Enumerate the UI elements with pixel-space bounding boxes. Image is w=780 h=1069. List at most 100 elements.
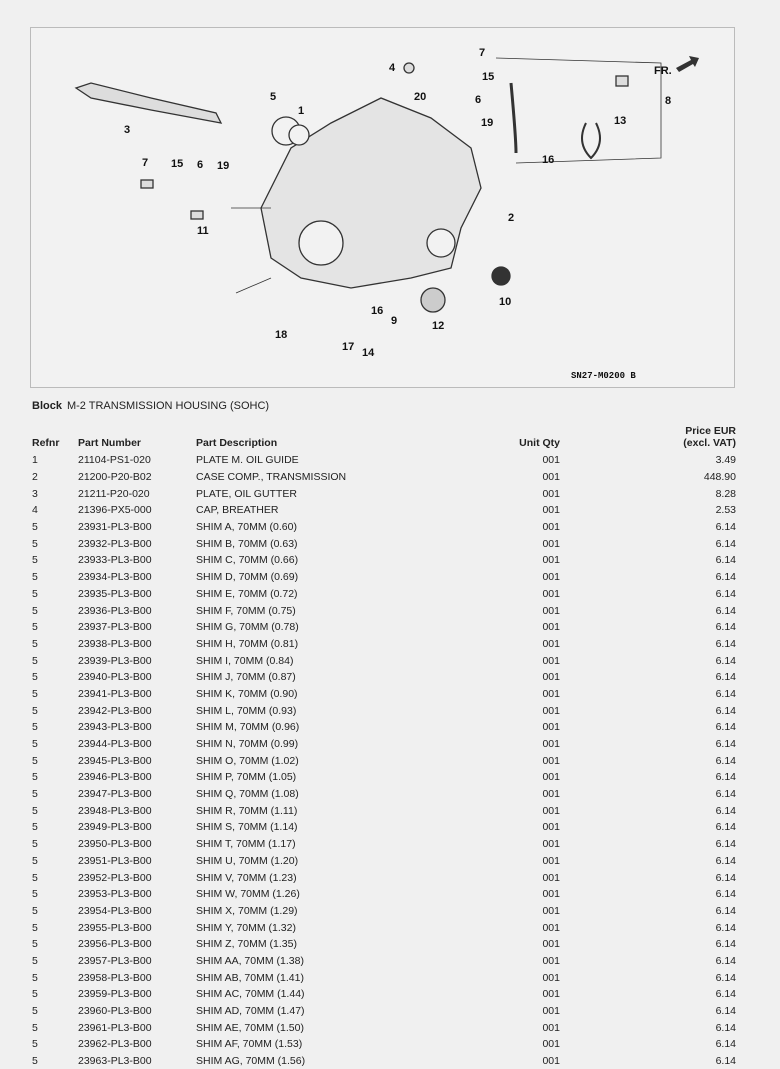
cell-price: 6.14 xyxy=(715,904,736,917)
callout-label: 2 xyxy=(508,212,514,224)
cell-price: 6.14 xyxy=(715,621,736,634)
cell-part-description: SHIM AA, 70MM (1.38) xyxy=(196,954,304,967)
header-refnr: Refnr xyxy=(32,437,60,449)
cell-price: 6.14 xyxy=(715,1021,736,1034)
callout-label: 19 xyxy=(217,160,229,172)
cell-part-number: 23933-PL3-B00 xyxy=(78,554,152,567)
cell-price: 6.14 xyxy=(715,804,736,817)
cell-unit-qty: 001 xyxy=(542,804,560,817)
cell-part-description: SHIM I, 70MM (0.84) xyxy=(196,654,294,667)
cell-unit-qty: 001 xyxy=(542,871,560,884)
cell-part-number: 23939-PL3-B00 xyxy=(78,654,152,667)
cell-part-description: SHIM H, 70MM (0.81) xyxy=(196,637,299,650)
callout-label: 4 xyxy=(389,62,396,74)
block-label: Block xyxy=(32,400,62,412)
cell-refnr: 5 xyxy=(32,821,38,834)
cell-unit-qty: 001 xyxy=(542,738,560,751)
cell-price: 6.14 xyxy=(715,838,736,851)
cell-part-number: 23953-PL3-B00 xyxy=(78,888,152,901)
callout-label: 9 xyxy=(391,315,397,327)
cell-part-number: 23941-PL3-B00 xyxy=(78,687,152,700)
cell-part-description: SHIM X, 70MM (1.29) xyxy=(196,904,298,917)
cell-refnr: 5 xyxy=(32,938,38,951)
cell-price: 6.14 xyxy=(715,687,736,700)
callout-label: 19 xyxy=(481,117,493,129)
cell-price: 6.14 xyxy=(715,788,736,801)
cell-part-number: 23948-PL3-B00 xyxy=(78,804,152,817)
header-qty: Unit Qty xyxy=(519,437,560,449)
cell-refnr: 5 xyxy=(32,671,38,684)
callout-label: 20 xyxy=(414,91,426,103)
cell-price: 6.14 xyxy=(715,704,736,717)
cell-refnr: 5 xyxy=(32,738,38,751)
cell-refnr: 5 xyxy=(32,654,38,667)
cell-refnr: 5 xyxy=(32,621,38,634)
cell-part-number: 23937-PL3-B00 xyxy=(78,621,152,634)
cell-unit-qty: 001 xyxy=(542,471,560,484)
cell-refnr: 1 xyxy=(32,454,38,467)
cell-price: 6.14 xyxy=(715,1038,736,1051)
callout-label: 7 xyxy=(142,157,148,169)
cell-part-number: 23935-PL3-B00 xyxy=(78,587,152,600)
cell-refnr: 5 xyxy=(32,804,38,817)
callout-label: 15 xyxy=(482,71,494,83)
cell-unit-qty: 001 xyxy=(542,888,560,901)
cell-part-number: 23960-PL3-B00 xyxy=(78,1005,152,1018)
cell-refnr: 5 xyxy=(32,838,38,851)
cell-unit-qty: 001 xyxy=(542,604,560,617)
cell-unit-qty: 001 xyxy=(542,687,560,700)
cell-part-number: 23934-PL3-B00 xyxy=(78,571,152,584)
cell-refnr: 5 xyxy=(32,754,38,767)
cell-part-number: 23961-PL3-B00 xyxy=(78,1021,152,1034)
cell-part-description: SHIM N, 70MM (0.99) xyxy=(196,738,299,751)
cell-part-description: PLATE M. OIL GUIDE xyxy=(196,454,299,467)
header-description: Part Description xyxy=(196,437,278,449)
cell-part-description: SHIM A, 70MM (0.60) xyxy=(196,521,297,534)
cell-part-description: SHIM D, 70MM (0.69) xyxy=(196,571,299,584)
callout-label: 7 xyxy=(479,47,485,59)
cell-part-description: SHIM Y, 70MM (1.32) xyxy=(196,921,296,934)
cell-price: 6.14 xyxy=(715,1055,736,1068)
cell-refnr: 5 xyxy=(32,637,38,650)
cell-part-number: 23931-PL3-B00 xyxy=(78,521,152,534)
cell-part-description: SHIM F, 70MM (0.75) xyxy=(196,604,296,617)
callout-label: 17 xyxy=(342,341,354,353)
cell-unit-qty: 001 xyxy=(542,704,560,717)
cell-part-number: 23944-PL3-B00 xyxy=(78,738,152,751)
cell-price: 2.53 xyxy=(715,504,736,517)
cell-part-number: 23945-PL3-B00 xyxy=(78,754,152,767)
cell-refnr: 5 xyxy=(32,554,38,567)
callout-label: 11 xyxy=(197,225,209,237)
callout-label: 16 xyxy=(542,154,554,166)
cell-refnr: 5 xyxy=(32,1021,38,1034)
cell-price: 6.14 xyxy=(715,654,736,667)
cell-part-description: SHIM O, 70MM (1.02) xyxy=(196,754,299,767)
cell-unit-qty: 001 xyxy=(542,988,560,1001)
cell-part-number: 23958-PL3-B00 xyxy=(78,971,152,984)
cell-refnr: 5 xyxy=(32,521,38,534)
table-header-row: Refnr Part Number Part Description Unit … xyxy=(30,416,738,452)
cell-unit-qty: 001 xyxy=(542,454,560,467)
cell-price: 6.14 xyxy=(715,871,736,884)
cell-price: 6.14 xyxy=(715,754,736,767)
cell-price: 6.14 xyxy=(715,1005,736,1018)
cell-part-description: SHIM W, 70MM (1.26) xyxy=(196,888,300,901)
cell-refnr: 2 xyxy=(32,471,38,484)
